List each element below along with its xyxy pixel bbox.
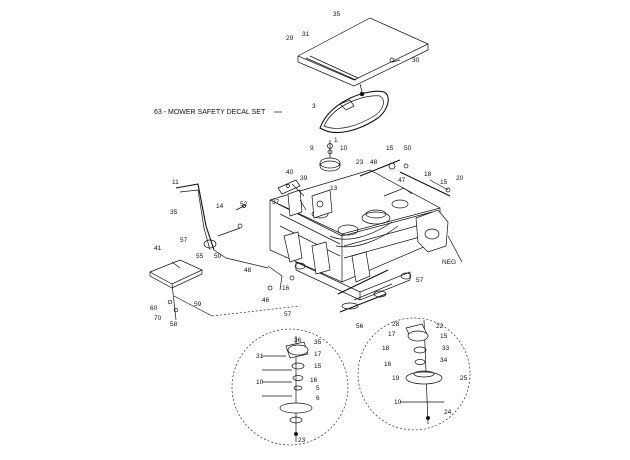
callout-17-left: 17 <box>314 351 322 358</box>
callout-labels: 35 31 29 30 3 9 1 10 15 50 48 47 20 15 1… <box>150 11 468 444</box>
callout-10-top: 10 <box>340 145 348 152</box>
callout-14: 14 <box>216 203 224 210</box>
callout-20: 20 <box>456 175 464 182</box>
callout-11: 11 <box>172 179 179 186</box>
callout-15-top: 15 <box>386 145 394 152</box>
callout-19: 19 <box>392 375 400 382</box>
callout-23-bottom: 23 <box>298 437 306 444</box>
callout-1: 1 <box>334 137 338 144</box>
callout-56: 56 <box>356 323 364 330</box>
right-blade-detail-circle <box>357 317 471 431</box>
callout-13: 13 <box>330 185 338 192</box>
callout-28: 28 <box>392 321 400 328</box>
callout-50-top: 50 <box>404 145 412 152</box>
callout-40: 40 <box>286 169 294 176</box>
mower-deck-body <box>269 169 463 301</box>
callout-57-right: 57 <box>416 277 424 284</box>
callout-10-right: 10 <box>394 399 402 406</box>
callout-17-right: 17 <box>388 331 396 338</box>
callout-15-circle: 15 <box>314 363 322 370</box>
callout-36: 36 <box>294 337 302 344</box>
upper-left-bracket <box>277 179 307 211</box>
callout-35-left: 35 <box>170 209 178 216</box>
callout-60: 60 <box>150 305 158 312</box>
callout-25: 25 <box>460 375 468 382</box>
callout-47: 47 <box>398 177 406 184</box>
callout-41: 41 <box>154 245 162 252</box>
callout-48-left: 48 <box>244 267 252 274</box>
callout-35-top: 35 <box>333 11 341 18</box>
callout-70: 70 <box>154 315 162 322</box>
callout-29: 29 <box>286 35 294 42</box>
callout-9: 9 <box>310 145 314 152</box>
callout-39: 39 <box>300 175 308 182</box>
decal-set-title: 63 - MOWER SAFETY DECAL SET <box>154 109 266 116</box>
callout-15-right-circle: 15 <box>440 333 448 340</box>
callout-15-right: 15 <box>440 179 448 186</box>
callout-37: 37 <box>272 199 280 206</box>
callout-31-top: 31 <box>302 31 310 38</box>
drive-belt <box>319 90 389 134</box>
callout-31-circle: 31 <box>256 353 264 360</box>
callout-10-left: 10 <box>256 379 264 386</box>
callout-16-left: 16 <box>282 285 290 292</box>
callout-48-top: 48 <box>370 159 378 166</box>
callout-16-right: 16 <box>384 361 392 368</box>
callout-neg: NEG <box>442 259 456 266</box>
callout-52: 52 <box>240 201 248 208</box>
callout-22: 22 <box>436 323 444 330</box>
callout-58: 58 <box>170 321 178 328</box>
lower-rod-set <box>337 269 393 313</box>
lift-lever-assembly <box>175 183 246 259</box>
callout-6: 6 <box>316 395 320 402</box>
callout-33: 33 <box>442 345 450 352</box>
lift-arm-rod <box>359 159 451 197</box>
callout-46: 46 <box>262 297 270 304</box>
left-blade-detail-circle <box>231 328 349 446</box>
callout-3: 3 <box>312 103 316 110</box>
callout-16-circle: 16 <box>310 377 318 384</box>
callout-30: 30 <box>412 57 420 64</box>
linkage-rod <box>167 257 301 321</box>
foot-plate <box>149 259 203 289</box>
callout-35-circle: 35 <box>314 339 322 346</box>
callout-50-left: 50 <box>214 253 222 260</box>
spindle-pulley <box>319 140 341 172</box>
callout-18: 18 <box>424 171 432 178</box>
callout-23: 23 <box>356 159 364 166</box>
callout-57-left: 57 <box>180 237 188 244</box>
callout-59: 59 <box>194 301 202 308</box>
callout-55: 55 <box>196 253 204 260</box>
callout-57-lower: 57 <box>284 311 292 318</box>
callout-34: 34 <box>440 357 448 364</box>
callout-5: 5 <box>316 385 320 392</box>
callout-18-right: 18 <box>382 345 390 352</box>
callout-24: 24 <box>444 409 452 416</box>
deck-cover-plate <box>297 17 429 97</box>
